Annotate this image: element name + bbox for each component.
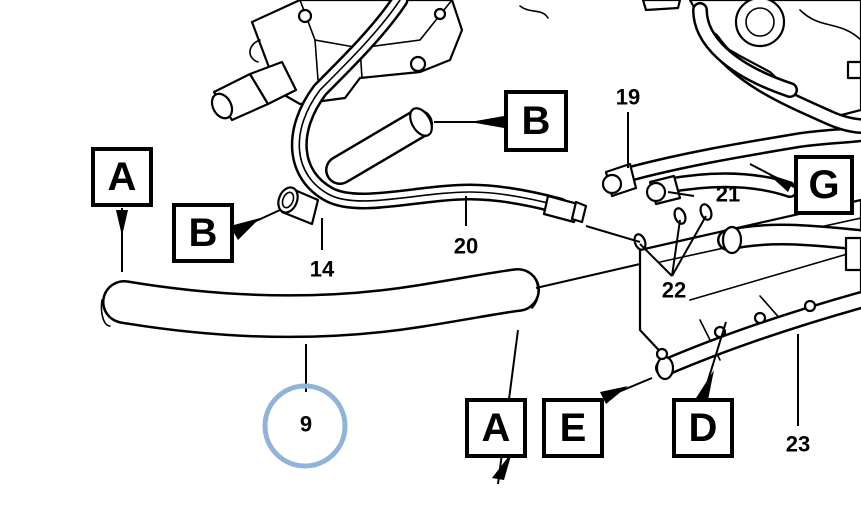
svg-text:G: G [808, 163, 839, 207]
part-number-14: 14 [310, 257, 335, 282]
part-number-21: 21 [716, 182, 740, 207]
part-number-19: 19 [616, 85, 640, 110]
hose-20 [290, 0, 588, 224]
clips-22 [633, 203, 713, 251]
hose-b-section [325, 107, 433, 185]
svg-text:A: A [482, 406, 511, 450]
hose-9 [100, 268, 540, 339]
svg-text:D: D [689, 406, 718, 450]
part-number-23: 23 [786, 432, 810, 457]
svg-text:B: B [189, 211, 218, 255]
pipe-d [655, 291, 861, 381]
letter-box-E: E [542, 398, 604, 458]
sleeve-14 [277, 186, 320, 226]
letter-box-A-bottom: A [465, 398, 527, 458]
bracket-frame [638, 198, 861, 362]
highlight-ring [262, 383, 348, 469]
svg-text:E: E [560, 406, 587, 450]
letter-box-A-top: A [91, 147, 153, 207]
part-number-22: 22 [662, 278, 686, 303]
hose-19-21 [601, 2, 861, 206]
part-number-9: 9 [300, 412, 312, 437]
letter-box-B-top: B [504, 90, 568, 152]
svg-text:B: B [522, 99, 551, 143]
letter-box-D: D [672, 398, 734, 458]
letter-box-G: G [794, 155, 854, 215]
letter-box-B-left: B [172, 203, 234, 263]
part-number-20: 20 [454, 234, 478, 259]
svg-text:A: A [108, 155, 137, 199]
engine-block [641, 0, 861, 120]
sensor-plug [210, 60, 298, 122]
arrowheads [116, 116, 793, 480]
